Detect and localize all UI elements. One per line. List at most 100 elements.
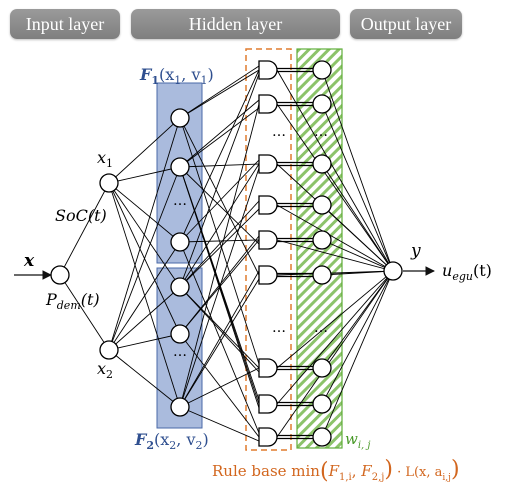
f2-node-2 (170, 397, 190, 417)
edge-rule-output-7 (276, 270, 394, 405)
x1-node (99, 173, 119, 193)
edge-input-x2 (59, 274, 110, 351)
ellipsis-rule-top: … (272, 124, 286, 140)
edge-fuzzy-rule-extra-5-6 (179, 367, 260, 408)
pdem-label: Pdem(t) (45, 290, 100, 312)
rule-gate-2 (258, 154, 278, 174)
edge-fuzzy-rule-extra-0-0 (179, 69, 260, 119)
edge-fuzzy-rule-b-8 (179, 406, 260, 442)
soc-label: SoC(t) (55, 206, 107, 225)
rule-gate-7 (258, 394, 278, 414)
ellipsis-weight-mid: … (314, 320, 328, 336)
f1-node-2 (170, 232, 190, 252)
edge-rule-output-0 (276, 69, 394, 272)
ellipsis-weight-top: … (314, 124, 328, 140)
edge-fuzzy-rule-extra-2-4 (179, 239, 260, 243)
x2-node (99, 340, 119, 360)
weight-node-4 (312, 230, 332, 250)
f1-node-1 (170, 157, 190, 177)
edge-x2-f1-0 (108, 117, 181, 351)
f1-node-0 (170, 108, 190, 128)
edge-weight-output-8 (321, 270, 394, 438)
edge-fuzzy-rule-extra-3-6 (179, 286, 260, 369)
weight-node-8 (312, 427, 332, 447)
weight-node-1 (312, 94, 332, 114)
edge-fuzzy-rule-extra-5-1 (179, 103, 260, 408)
edge-rule-output-8 (276, 270, 394, 438)
edge-fuzzy-rule-extra-4-4 (179, 239, 260, 335)
edge-fuzzy-rule-extra-2-0 (179, 69, 260, 243)
ellipsis-f1: … (173, 193, 187, 209)
rule-base-formula: Rule base min(F1,i, F2,j) · L(x, ai,j) (212, 457, 460, 484)
rule-gate-0 (258, 60, 278, 80)
edge-x2-f1-1 (108, 166, 181, 351)
connection-lines (59, 65, 394, 442)
header-output-layer: Output layer (350, 9, 462, 39)
f2-node-0 (170, 277, 190, 297)
edge-fuzzy-rule-b-1 (179, 107, 260, 168)
x1-label: x1 (97, 148, 113, 170)
f2-node-1 (170, 324, 190, 344)
weight-node-3 (312, 195, 332, 215)
edge-weight-output-0 (321, 69, 394, 272)
weight-node-0 (312, 60, 332, 80)
input-x-label: x (23, 251, 35, 271)
network-nodes (50, 60, 403, 447)
edge-x2-f1-2 (108, 241, 181, 351)
edge-fuzzy-rule-b-0 (179, 73, 260, 288)
edge-fuzzy-rule-extra-1-2 (179, 163, 260, 168)
edge-fuzzy-rule-b-4 (179, 166, 260, 245)
edge-fuzzy-rule-extra-3-2 (179, 163, 260, 288)
edge-x2-f2-2 (108, 349, 181, 408)
x2-label: x2 (97, 359, 113, 381)
weight-label: wi, j (345, 430, 371, 451)
edge-fuzzy-rule-a-1 (179, 99, 260, 168)
edge-fuzzy-rule-extra-4-8 (179, 333, 260, 438)
rule-gate-1 (258, 94, 278, 114)
edge-weight-output-3 (321, 204, 394, 272)
ellipsis-f2: … (173, 344, 187, 360)
header-hidden-layer: Hidden layer (131, 9, 340, 39)
edge-weight-output-4 (321, 239, 394, 272)
output-node (383, 261, 403, 281)
rule-gate-8 (258, 427, 278, 447)
weight-node-5 (312, 265, 332, 285)
edge-fuzzy-rule-a-2 (179, 159, 260, 243)
edge-fuzzy-rule-b-6 (179, 286, 260, 373)
rule-gate-3 (258, 195, 278, 215)
edge-x1-f1-0 (108, 117, 181, 184)
f2-label: F2(x2, v2) (134, 430, 209, 452)
edge-fuzzy-rule-a-5 (179, 270, 260, 408)
edge-weight-output-1 (321, 103, 394, 272)
header-input-layer: Input layer (10, 9, 120, 39)
edge-weight-output-5 (321, 270, 394, 276)
edge-rule-output-4 (276, 239, 394, 272)
edge-x1-f1-2 (108, 182, 181, 243)
input-node (50, 265, 70, 285)
edge-rule-output-3 (276, 204, 394, 272)
edge-x2-f2-1 (108, 333, 181, 351)
ellipsis-rule-mid: … (272, 320, 286, 336)
edge-input-x1 (59, 182, 110, 276)
edge-x1-f1-1 (108, 166, 181, 184)
output-uegu-label: uegu(t) (442, 261, 492, 283)
edge-x1-f2-2 (108, 182, 181, 408)
edge-fuzzy-rule-extra-0-5 (179, 117, 260, 276)
edge-weight-output-2 (321, 163, 394, 272)
rule-gate-4 (258, 230, 278, 250)
rule-gate-5 (258, 265, 278, 285)
weight-node-7 (312, 394, 332, 414)
edge-x2-f2-0 (108, 286, 181, 351)
edge-rule-output-1 (276, 103, 394, 272)
f1-label: F1(x1, v1) (139, 65, 214, 87)
output-y-label: y (410, 241, 421, 261)
edge-fuzzy-rule-a-0 (179, 65, 260, 119)
edge-rule-output-6 (276, 270, 394, 369)
edge-fuzzy-rule-extra-1-7 (179, 166, 260, 405)
weight-node-2 (312, 154, 332, 174)
weight-node-6 (312, 358, 332, 378)
edge-weight-output-7 (321, 270, 394, 405)
edge-weight-output-6 (321, 270, 394, 369)
edge-fuzzy-rule-a-8 (179, 241, 260, 434)
